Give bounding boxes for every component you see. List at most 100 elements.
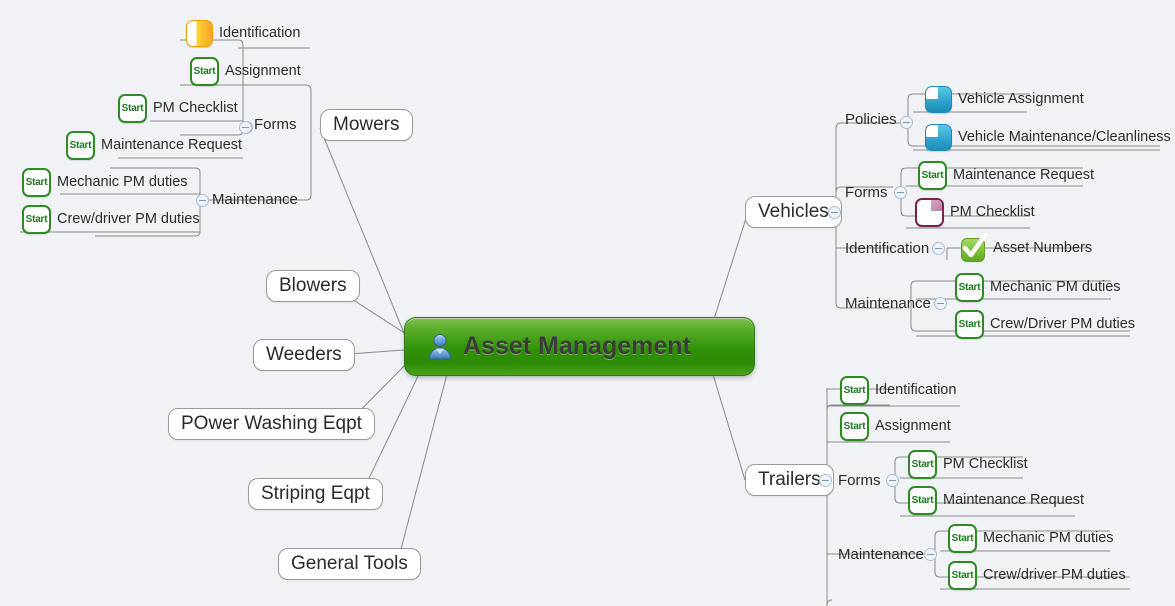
branch-label-weeders: Weeders [266,344,342,365]
start-icon: Start [190,57,219,86]
start-icon: Start [840,376,869,405]
topic-trailers-mechanic-pm-duties[interactable]: Start Mechanic PM duties [948,524,1114,553]
topic-label: Vehicle Assignment [958,91,1084,108]
topic-label: Mechanic PM duties [990,279,1121,296]
branch-label-trailers: Trailers [758,469,821,490]
topic-vehicles-vehicle-assignment[interactable]: Vehicle Assignment [925,86,1084,113]
topic-trailers-pm-checklist[interactable]: Start PM Checklist [908,450,1028,479]
start-icon: Start [22,168,51,197]
topic-label: Crew/driver PM duties [57,211,200,228]
group-label-trailers-maintenance[interactable]: Maintenance [838,547,924,562]
collapse-toggle-vehicles-forms[interactable] [894,186,907,199]
topic-label: Crew/driver PM duties [983,567,1126,584]
topic-trailers-crew-driver-pm-duties[interactable]: Start Crew/driver PM duties [948,561,1126,590]
start-icon: Start [118,94,147,123]
topic-label: Maintenance Request [953,167,1095,184]
start-icon: Start [918,161,947,190]
collapse-toggle-trailers[interactable] [819,474,832,487]
topic-label: Identification [219,25,301,42]
topic-label: Vehicle Maintenance/Cleanliness [958,129,1171,146]
topic-label: Asset Numbers [993,240,1093,257]
topic-label: PM Checklist [950,204,1035,221]
start-icon: Start [22,205,51,234]
topic-mowers-pm-checklist[interactable]: Start PM Checklist [118,94,238,123]
branch-node-striping-eqpt[interactable]: Striping Eqpt [248,478,383,510]
topic-label: Mechanic PM duties [57,174,188,191]
collapse-toggle-trailers-forms[interactable] [886,474,899,487]
maroon-square-icon [915,198,944,227]
group-label-vehicles-maintenance[interactable]: Maintenance [845,296,931,311]
collapse-toggle-mowers-forms[interactable] [239,121,252,134]
topic-vehicles-vehicle-maintenance-cleanliness[interactable]: Vehicle Maintenance/Cleanliness [925,124,1171,151]
topic-label: Maintenance Request [101,137,243,154]
group-text: Policies [845,111,897,128]
topic-label: PM Checklist [153,100,238,117]
topic-label: Mechanic PM duties [983,530,1114,547]
start-icon: Start [955,273,984,302]
group-label-mowers-maintenance[interactable]: Maintenance [212,192,298,207]
group-text: Maintenance [845,295,931,312]
central-node-label: Asset Management [463,332,691,360]
collapse-toggle-vehicles[interactable] [828,206,841,219]
branch-label-power-washing-eqpt: POwer Washing Eqpt [181,413,362,434]
topic-trailers-maintenance-request[interactable]: Start Maintenance Request [908,486,1084,515]
topic-trailers-identification[interactable]: Start Identification [840,376,956,405]
green-check-icon [960,233,987,262]
branch-label-general-tools: General Tools [291,553,408,574]
topic-mowers-maintenance-request[interactable]: Start Maintenance Request [66,131,242,160]
group-text: Maintenance [838,546,924,563]
branch-node-vehicles[interactable]: Vehicles [745,196,842,228]
group-label-trailers-forms[interactable]: Forms [838,473,881,488]
blue-square-icon [925,124,952,151]
start-icon: Start [908,450,937,479]
group-label-mowers-forms[interactable]: Forms [254,117,297,132]
start-icon: Start [948,561,977,590]
start-icon: Start [955,310,984,339]
group-text: Maintenance [212,191,298,208]
group-text: Forms [845,184,888,201]
topic-vehicles-pm-checklist[interactable]: PM Checklist [915,198,1035,227]
topic-trailers-assignment[interactable]: Start Assignment [840,412,951,441]
central-node[interactable]: Asset Management [404,317,755,376]
branch-label-blowers: Blowers [279,275,347,296]
topic-vehicles-crew-driver-pm-duties[interactable]: Start Crew/Driver PM duties [955,310,1135,339]
start-icon: Start [840,412,869,441]
group-text: Forms [254,116,297,133]
group-label-vehicles-forms[interactable]: Forms [845,185,888,200]
topic-vehicles-mechanic-pm-duties[interactable]: Start Mechanic PM duties [955,273,1121,302]
group-text: Identification [845,240,930,257]
topic-mowers-mechanic-pm-duties[interactable]: Start Mechanic PM duties [22,168,188,197]
start-icon: Start [948,524,977,553]
start-icon: Start [908,486,937,515]
branch-node-trailers[interactable]: Trailers [745,464,834,496]
topic-mowers-assignment[interactable]: Start Assignment [190,57,301,86]
group-label-vehicles-identification[interactable]: Identification [845,241,929,256]
collapse-toggle-trailers-maintenance[interactable] [924,548,937,561]
group-label-vehicles-policies[interactable]: Policies [845,112,897,127]
branch-node-weeders[interactable]: Weeders [253,339,355,371]
topic-label: Identification [875,382,957,399]
collapse-toggle-vehicles-identification[interactable] [932,242,945,255]
topic-mowers-crew-driver-pm-duties[interactable]: Start Crew/driver PM duties [22,205,200,234]
blue-square-icon [925,86,952,113]
branch-node-general-tools[interactable]: General Tools [278,548,421,580]
collapse-toggle-vehicles-maintenance[interactable] [934,297,947,310]
topic-label: Maintenance Request [943,492,1085,509]
identification-icon [186,20,213,47]
topic-vehicles-maintenance-request[interactable]: Start Maintenance Request [918,161,1094,190]
branch-node-mowers[interactable]: Mowers [320,109,413,141]
start-icon: Start [66,131,95,160]
topic-label: Assignment [225,63,301,80]
group-text: Forms [838,472,881,489]
branch-label-mowers: Mowers [333,114,400,135]
branch-node-blowers[interactable]: Blowers [266,270,360,302]
branch-node-power-washing-eqpt[interactable]: POwer Washing Eqpt [168,408,375,440]
topic-mowers-identification[interactable]: Identification [186,20,300,47]
topic-label: Crew/Driver PM duties [990,316,1136,333]
topic-label: Assignment [875,418,951,435]
topic-vehicles-asset-numbers[interactable]: Asset Numbers [960,233,1093,262]
topic-label: PM Checklist [943,456,1028,473]
collapse-toggle-vehicles-policies[interactable] [900,116,913,129]
person-icon [427,333,453,360]
collapse-toggle-mowers-maintenance[interactable] [196,194,209,207]
